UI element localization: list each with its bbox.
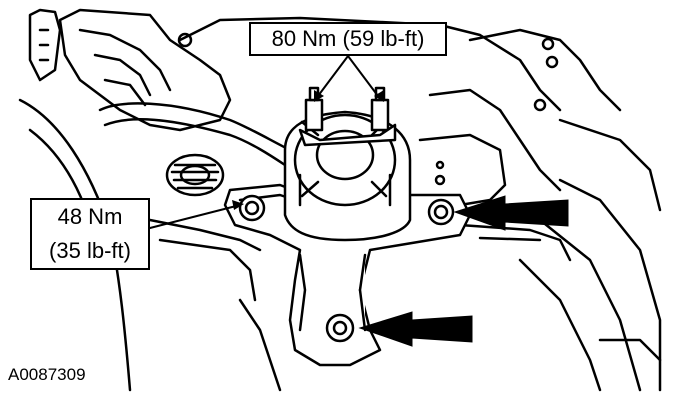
arrow-bottom-bolt	[358, 311, 473, 347]
arrow-right-bolt	[453, 195, 569, 231]
torque-callout-bolts-imperial: (35 lb-ft)	[49, 238, 131, 263]
leader-lines	[149, 55, 379, 229]
torque-callout-studs: 80 Nm (59 lb-ft)	[249, 22, 447, 56]
leader-arrowheads	[232, 90, 384, 210]
torque-callout-bolts: 48 Nm (35 lb-ft)	[30, 198, 150, 270]
alternator-outline	[28, 8, 232, 132]
bracket-bolt-left	[238, 194, 266, 222]
mount-studs	[298, 86, 397, 147]
torque-callout-bolts-metric: 48 Nm	[57, 204, 123, 229]
bracket-bolt-bottom	[325, 313, 355, 343]
pointer-arrows	[358, 195, 569, 347]
belt-outline	[98, 102, 292, 197]
torque-callout-studs-text: 80 Nm (59 lb-ft)	[271, 26, 425, 51]
figure-id: A0087309	[8, 365, 86, 384]
right-bracket-outline	[418, 133, 662, 392]
bracket-bolt-right	[427, 198, 455, 226]
